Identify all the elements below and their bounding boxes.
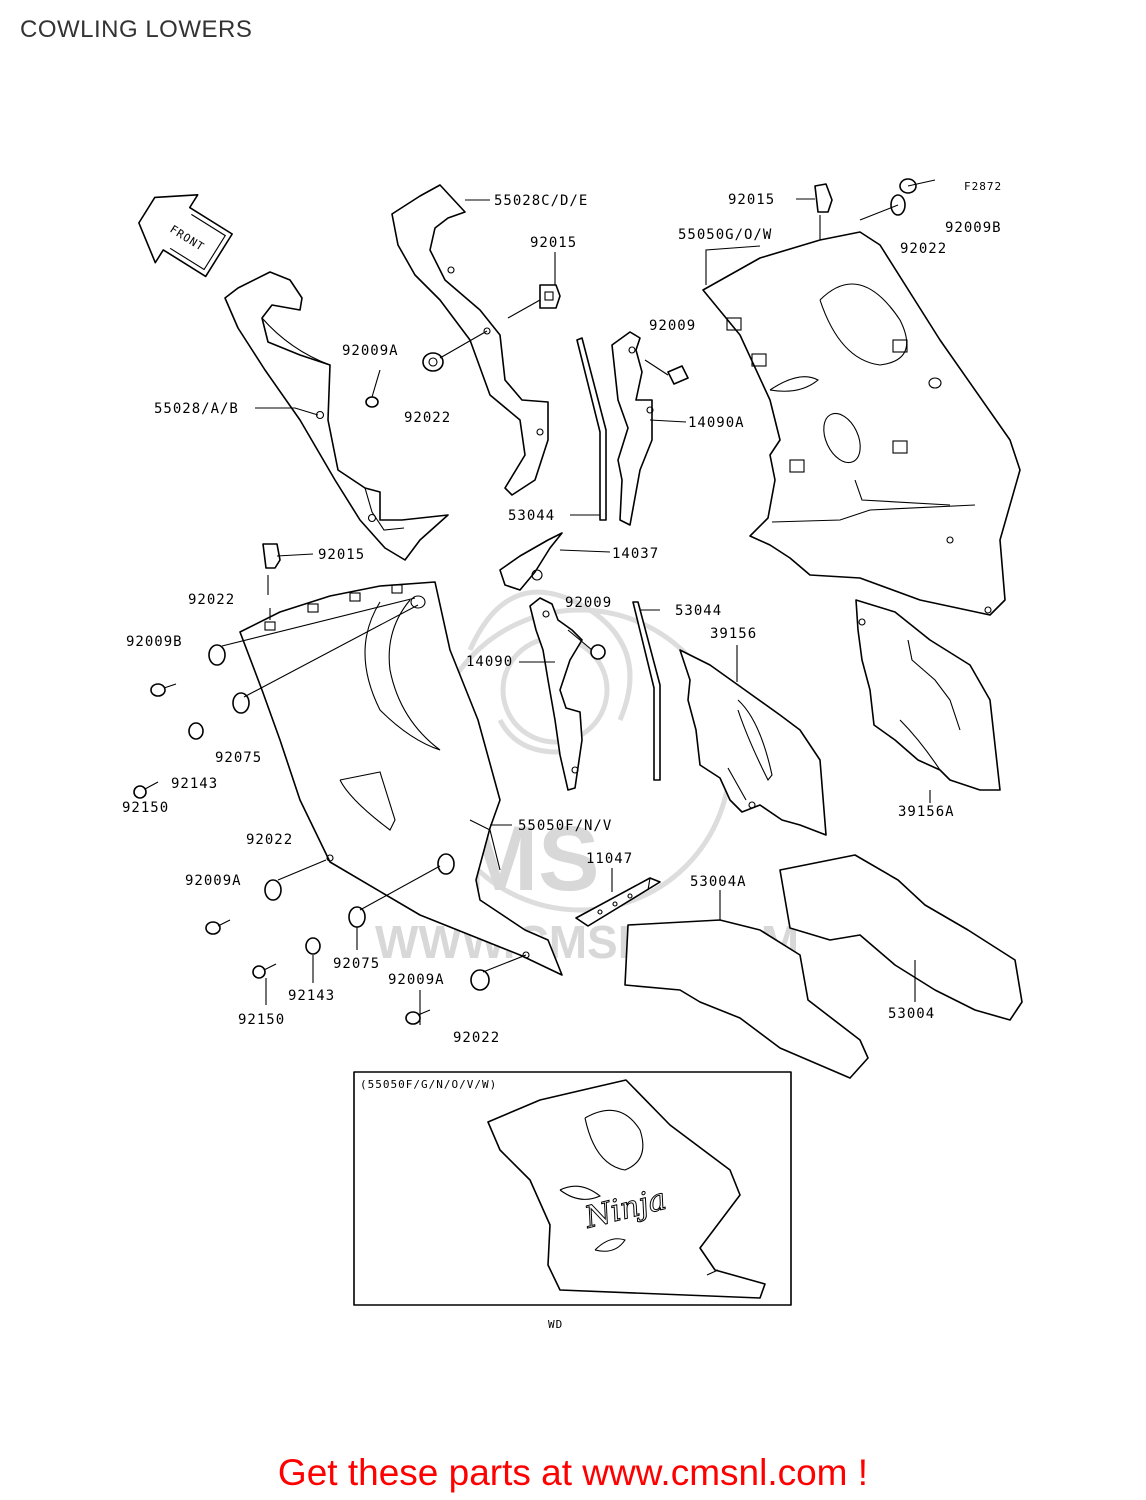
parts-diagram: CMS WWW.CMSNL.COM FRONT [122,178,1023,1331]
label-55028cde: 55028C/D/E [494,193,588,209]
label-53004a: 53004A [690,874,747,890]
label-92009b-top: 92009B [945,220,1002,236]
clip-92015-top [814,183,833,213]
label-14090: 14090 [466,654,513,670]
pad-39156a [855,599,1001,791]
label-92009a-top: 92009A [342,343,399,359]
label-53004: 53004 [888,1006,935,1022]
fairing-55050fnv [239,581,563,976]
label-92015-a: 92015 [530,235,577,251]
washer-92022-left [208,644,226,666]
label-55050fnv: 55050F/N/V [518,818,612,834]
screw-92009b-top [899,178,936,194]
washer-92022-center [437,853,455,875]
label-39156: 39156 [710,626,757,642]
label-55050gow: 55050G/O/W [678,227,772,243]
page-title: COWLING LOWERS [20,16,253,43]
bracket-11047 [575,877,661,927]
label-92009a-bottom: 92009A [388,972,445,988]
grommet-92075-left [232,692,250,714]
grommet-92075-low [348,906,366,928]
bracket-14090a [611,331,654,526]
label-92150-low: 92150 [238,1012,285,1028]
screw-92009a-low [205,919,231,935]
clip-14037 [499,532,563,591]
label-92022-low: 92022 [246,832,293,848]
label-92009-mid: 92009 [565,595,612,611]
label-92075-low: 92075 [333,956,380,972]
strip-53044-top [576,337,607,521]
bracket-14090 [529,597,583,791]
label-92015-left: 92015 [318,547,365,563]
washer-92022-low [264,879,282,901]
label-92009a-low: 92009A [185,873,242,889]
clip-92015-left [262,543,281,569]
label-39156a: 39156A [898,804,955,820]
label-92015-top: 92015 [728,192,775,208]
inner-cowl-left [224,271,449,561]
inset-box: (55050F/G/N/O/V/W) Ninja WD [353,1071,792,1331]
screw-92009a-top [365,369,381,408]
fairing-55050gow [702,231,1021,616]
seal-53004 [779,854,1023,1021]
label-92022-mid: 92022 [404,410,451,426]
pad-39156 [679,649,827,836]
screw-92009b-left [150,683,177,697]
label-92150-left: 92150 [122,800,169,816]
label-14090a: 14090A [688,415,745,431]
screw-92009a-bottom [405,1009,431,1025]
grommet-92143-left [188,722,204,740]
label-92143-left: 92143 [171,776,218,792]
grommet-92143-low [305,937,321,955]
label-92143-low: 92143 [288,988,335,1004]
inset-label: (55050F/G/N/O/V/W) [360,1078,497,1091]
label-92022-bottom: 92022 [453,1030,500,1046]
inset-caption: WD [548,1318,563,1331]
label-11047: 11047 [586,851,633,867]
bolt-92009-mid [567,629,606,660]
label-92022-top: 92022 [900,241,947,257]
label-92075-left: 92075 [215,750,262,766]
screw-92150-left [133,781,159,799]
screw-92150-low [252,963,277,979]
label-92009-top: 92009 [649,318,696,334]
label-92022-left: 92022 [188,592,235,608]
footer-link[interactable]: Get these parts at www.cmsnl.com ! [277,1452,869,1493]
label-92009b-left: 92009B [126,634,183,650]
strip-53044-mid [632,601,661,781]
front-arrow: FRONT [138,193,233,278]
leader-lines [221,198,931,1025]
label-55028ab: 55028/A/B [154,401,239,417]
label-53044-top: 53044 [508,508,555,524]
inner-cowl-right [391,184,549,496]
label-14037: 14037 [612,546,659,562]
clip-92015-upper [539,284,561,309]
bolt-92009-top [644,359,689,385]
seal-53004a [624,919,869,1079]
figure-code: F2872 [964,180,1002,193]
label-53044-mid: 53044 [675,603,722,619]
washer-92022-bottom [470,969,490,991]
washer-92022-mid [422,352,444,372]
